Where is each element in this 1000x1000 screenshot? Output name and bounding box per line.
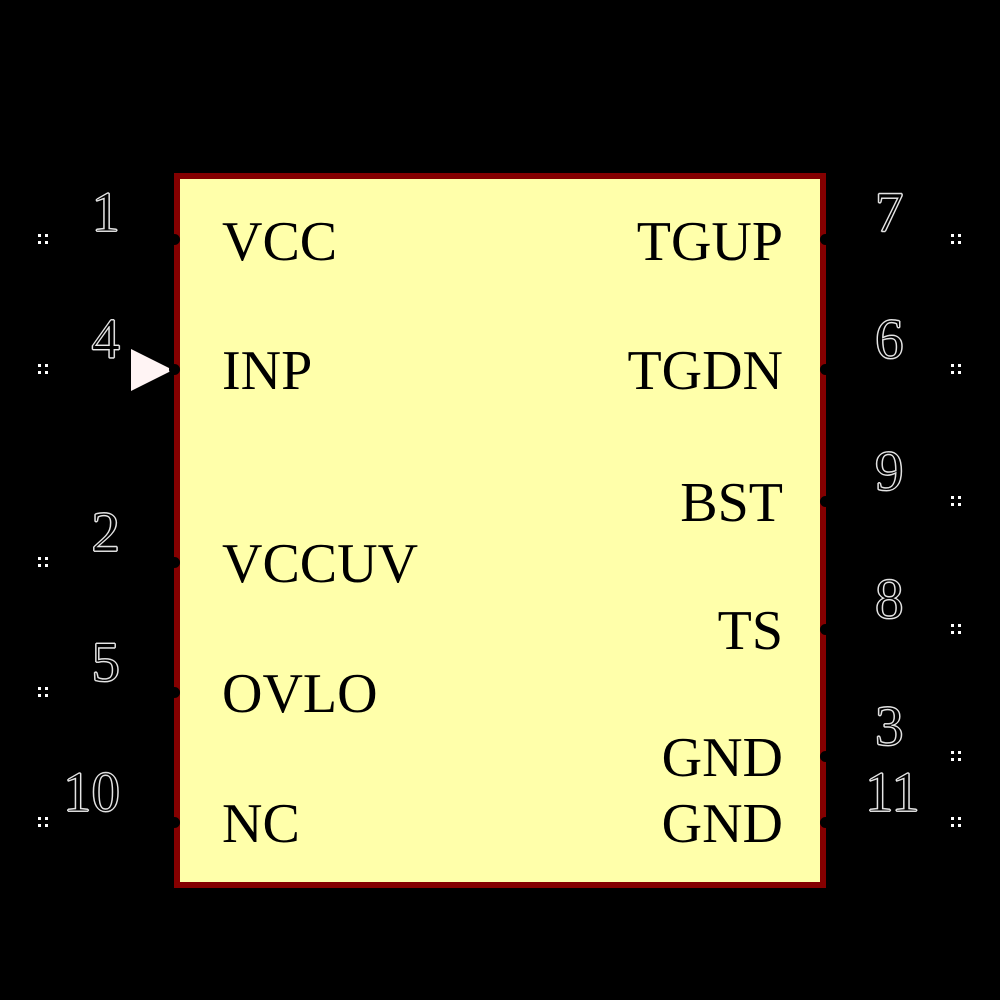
pin-dot-vccuv [169,557,180,568]
pin-dot-tgup [820,234,831,245]
pin-endpoint-gnd-11[interactable] [951,817,962,828]
pin-number-5: 5 [91,631,121,694]
pin-number-7: 7 [875,181,905,244]
input-arrow-icon [131,349,173,391]
pin-dot-ts [820,624,831,635]
pin-dot-inp [169,364,180,375]
pin-name-tgdn: TGDN [627,340,783,402]
pin-endpoint-gnd-3[interactable] [951,751,962,762]
pin-name-gnd-11: GND [661,793,783,855]
pin-number-8: 8 [875,568,905,631]
pin-number-2: 2 [91,501,121,564]
pin-dot-gnd-11 [820,817,831,828]
pin-name-bst: BST [680,472,783,534]
pin-endpoint-ts[interactable] [951,624,962,635]
pin-endpoint-bst[interactable] [951,496,962,507]
pin-endpoint-vcc[interactable] [38,234,49,245]
pin-dot-tgdn [820,364,831,375]
pin-endpoint-ovlo[interactable] [38,687,49,698]
pin-number-3: 3 [875,695,905,758]
pin-wire-tgup[interactable] [824,239,954,242]
pin-dot-nc [169,817,180,828]
pin-name-ts: TS [717,600,783,662]
pin-endpoint-inp[interactable] [38,364,49,375]
pin-number-4: 4 [91,308,121,371]
pin-wire-tgdn[interactable] [824,369,954,372]
pin-name-gnd-3: GND [661,727,783,789]
pin-wire-vccuv[interactable] [46,562,176,565]
pin-name-vccuv: VCCUV [222,533,419,595]
pin-dot-gnd-3 [820,751,831,762]
pin-number-1: 1 [91,181,121,244]
pin-name-nc: NC [222,793,300,855]
pin-wire-bst[interactable] [824,501,954,504]
pin-wire-inp[interactable] [46,369,176,372]
pin-wire-gnd-11[interactable] [824,822,954,825]
pin-number-11: 11 [865,761,921,824]
pin-dot-ovlo [169,687,180,698]
pin-name-inp: INP [222,340,313,402]
pin-wire-ovlo[interactable] [46,692,176,695]
pin-number-9: 9 [875,440,905,503]
pin-endpoint-tgdn[interactable] [951,364,962,375]
pin-name-tgup: TGUP [636,211,783,273]
pin-dot-vcc [169,234,180,245]
pin-endpoint-vccuv[interactable] [38,557,49,568]
symbol-body-rectangle [174,173,826,888]
pin-number-6: 6 [875,308,905,371]
pin-dot-bst [820,496,831,507]
pin-name-vcc: VCC [222,211,338,273]
pin-wire-vcc[interactable] [46,239,176,242]
pin-number-10: 10 [63,761,121,824]
pin-wire-ts[interactable] [824,629,954,632]
pin-wire-nc[interactable] [46,822,176,825]
pin-endpoint-nc[interactable] [38,817,49,828]
pin-name-ovlo: OVLO [222,663,378,725]
pin-wire-gnd-3[interactable] [824,756,954,759]
pin-endpoint-tgup[interactable] [951,234,962,245]
